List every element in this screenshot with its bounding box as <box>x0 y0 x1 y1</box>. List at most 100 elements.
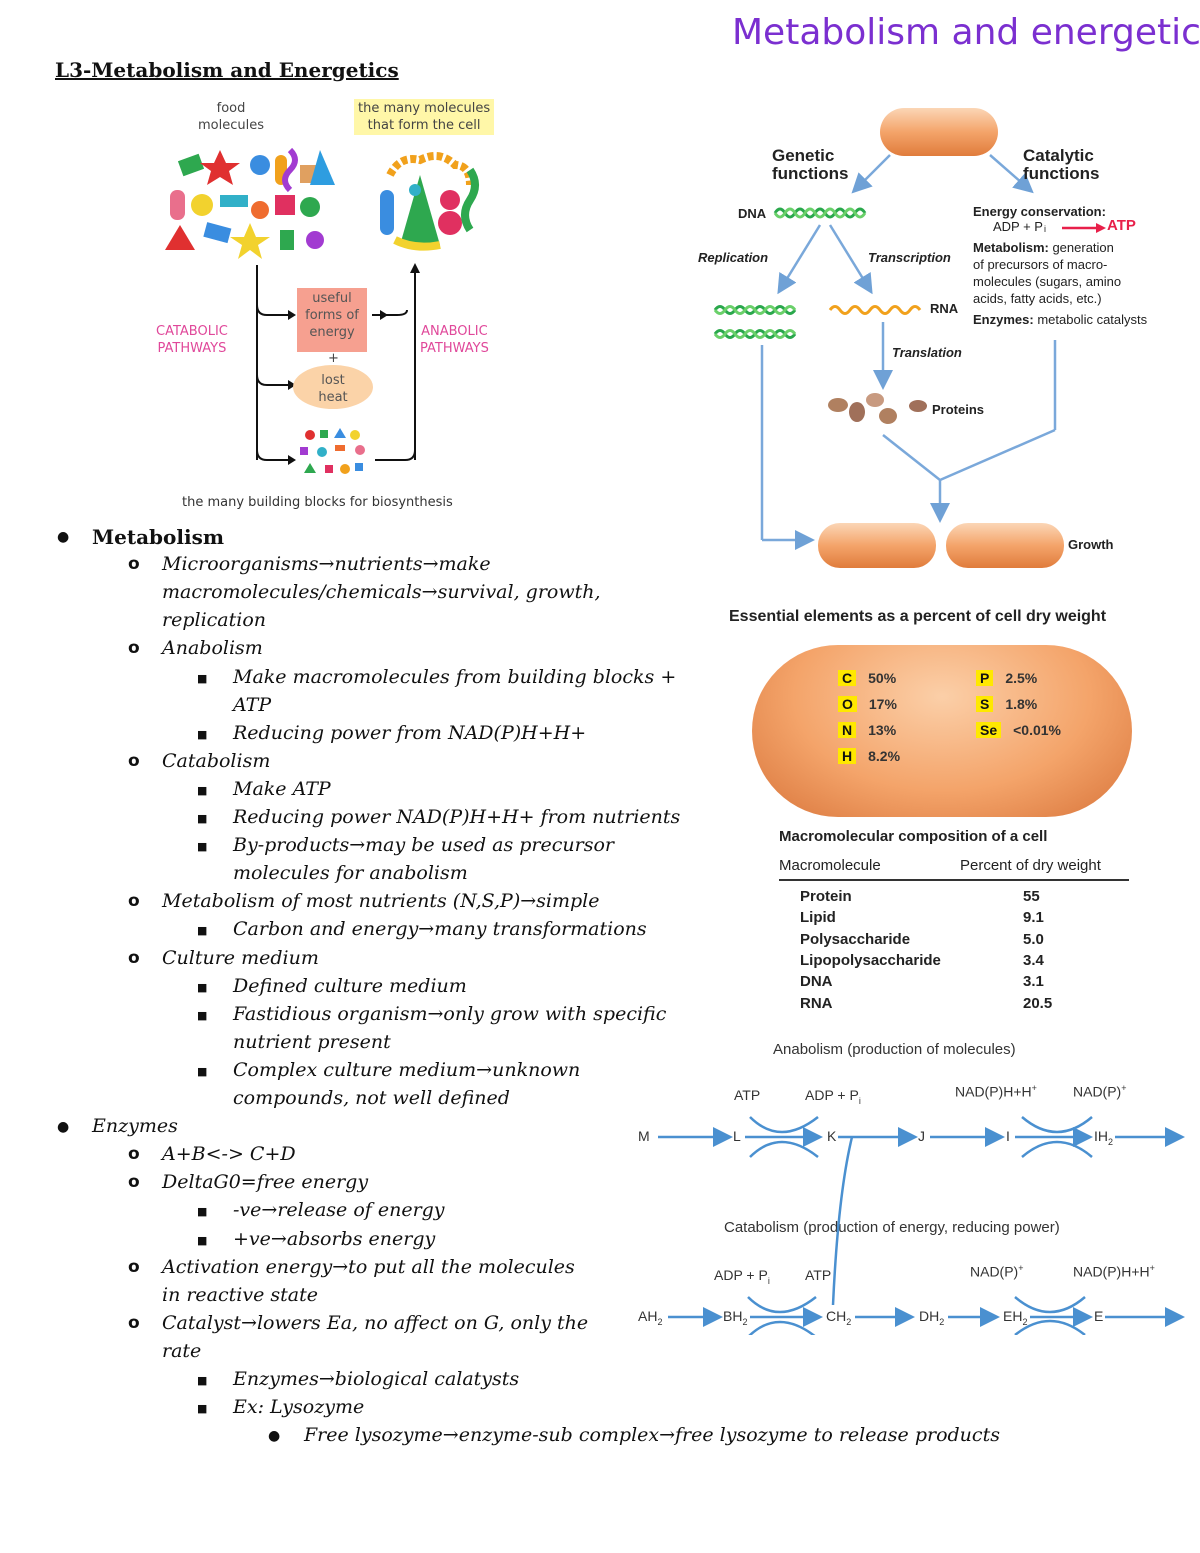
element-percent: 1.8% <box>1005 696 1038 712</box>
anabolic-pathways-label: ANABOLIC PATHWAYS <box>420 324 489 356</box>
pathway-molecule: CH2 <box>826 1308 852 1327</box>
cat-adp-sub: i <box>767 1275 770 1286</box>
note-line: Metabolism of most nutrients (N,S,P)→sim… <box>162 890 600 913</box>
bullet-icon: o <box>128 1172 140 1193</box>
elements-title: Essential elements as a percent of cell … <box>729 608 1107 625</box>
ana-adp-label: ADP + Pi <box>805 1087 861 1106</box>
element-symbol: C <box>838 670 857 686</box>
bullet-icon: o <box>128 1144 140 1165</box>
catalytic-functions-details: Energy conservation: ADP + P i ATP Metab… <box>973 204 1200 328</box>
macromolecule-percent: 55 <box>1023 888 1040 905</box>
cell-functions-arrows <box>713 108 1106 568</box>
genetic-functions-label: Genetic functions <box>772 146 849 183</box>
bullet-icon: o <box>128 638 140 659</box>
atp-product: ATP <box>1107 217 1136 234</box>
note-line: rate <box>162 1339 202 1362</box>
notes-list: Metabolism ● Microorganisms→nutrients→make… <box>57 525 1000 1446</box>
pathway-molecule: IH2 <box>1094 1128 1114 1147</box>
note-line: +ve→absorbs energy <box>233 1227 436 1250</box>
macromolecule-name: DNA <box>800 973 833 991</box>
note-line: Metabolism <box>92 525 225 549</box>
bullet-icon: o <box>128 1312 140 1333</box>
ana-cat-diagram: Anabolism (production of molecules) Cata… <box>630 1035 1200 1335</box>
col-percent-header: Percent of dry weight <box>960 857 1101 874</box>
top-cell <box>880 108 998 156</box>
note-line: Microorganisms→nutrients→make <box>162 553 491 576</box>
energy-reaction-sub: i <box>1044 224 1046 234</box>
bullet-icon: o <box>128 891 140 912</box>
bullet-icon: ■ <box>197 1374 208 1387</box>
pathways-figure: food molecules the many molecules that f… <box>150 95 520 525</box>
replication-label: Replication <box>698 250 769 265</box>
note-line: Complex culture medium→unknown <box>233 1058 581 1081</box>
bullet-icon: ■ <box>197 671 208 685</box>
bullet-icon: ■ <box>197 1233 208 1247</box>
useful-energy-box: useful forms of energy <box>297 288 367 352</box>
pathway-molecule: J <box>918 1128 925 1144</box>
note-line: Enzymes→biological calatysts <box>233 1368 520 1390</box>
element-entry: N 13% <box>838 722 896 740</box>
catabolic-pathways-label: CATABOLIC PATHWAYS <box>156 324 228 356</box>
macromolecule-percent: 5.0 <box>1023 930 1044 948</box>
bullet-icon: ● <box>268 1428 281 1445</box>
macromolecule-percent: 3.4 <box>1023 951 1044 969</box>
ana-cat-arrows <box>658 1116 1185 1335</box>
ana-nadph-sup: + <box>1031 1083 1037 1093</box>
ana-nadp-text: NAD(P) <box>1073 1083 1122 1100</box>
cat-nadp-text: NAD(P) <box>970 1263 1019 1280</box>
macromolecule-name: Lipid <box>800 909 836 927</box>
pathways-arrows <box>165 147 479 474</box>
transcription-label: Transcription <box>868 250 951 265</box>
note-line: Reducing power NAD(P)H+H+ from nutrients <box>233 806 681 828</box>
element-symbol: Se <box>976 722 1002 738</box>
bullet-icon: ■ <box>197 924 208 938</box>
pathway-molecule: K <box>827 1128 837 1144</box>
note-line: Defined culture medium <box>233 974 467 997</box>
pathway-molecule: BH2 <box>723 1308 748 1327</box>
energy-conservation-label: Energy conservation: <box>973 204 1106 219</box>
note-line: A+B<-> C+D <box>162 1143 296 1166</box>
pathway-molecule: M <box>638 1128 650 1144</box>
proteins-label: Proteins <box>932 402 985 417</box>
plus-sign: + <box>328 351 339 366</box>
ana-nadph-text: NAD(P)H+H <box>955 1083 1032 1100</box>
note-line: replication <box>162 609 266 632</box>
enzymes-term: Enzymes: <box>973 312 1034 327</box>
cat-nadph-sup: + <box>1149 1263 1155 1273</box>
note-line: in reactive state <box>162 1283 318 1306</box>
cat-adp-text: ADP + P <box>714 1267 768 1283</box>
macromolecule-name: Protein <box>800 888 852 905</box>
bullet-icon: ■ <box>197 980 208 994</box>
note-line: Make ATP <box>233 777 331 800</box>
note-line: Enzymes <box>92 1115 178 1138</box>
element-percent: 13% <box>868 722 897 738</box>
enzymes-text: metabolic catalysts <box>1033 312 1148 327</box>
cell-molecules-label: the many molecules that form the cell <box>354 99 495 135</box>
element-percent: <0.01% <box>1013 722 1061 738</box>
note-line: -ve→release of energy <box>233 1199 445 1222</box>
pathway-molecule: DH2 <box>919 1308 945 1327</box>
col-macromolecule-header: Macromolecule <box>779 857 881 874</box>
macromolecule-name: Polysaccharide <box>800 930 911 948</box>
bullet-icon: ■ <box>197 783 208 797</box>
element-symbol: N <box>838 722 857 738</box>
document-heading: L3-Metabolism and Energetics <box>55 58 399 82</box>
metabolism-term: Metabolism: <box>973 240 1049 255</box>
note-line: Activation energy→to put all the molecul… <box>162 1255 575 1278</box>
note-line: ATP <box>233 693 272 716</box>
cell-molecules-cluster <box>380 152 479 251</box>
element-symbol: O <box>838 696 857 712</box>
macromolecule-table-title: Macromolecular composition of a cell <box>779 828 1048 845</box>
ana-atp-label: ATP <box>734 1087 761 1103</box>
bullet-icon: ■ <box>197 1008 208 1022</box>
energy-reaction: ADP + P i ATP <box>973 217 1200 237</box>
cat-atp-label: ATP <box>805 1267 832 1283</box>
note-line: nutrient present <box>233 1030 391 1053</box>
note-line: compounds, not well defined <box>233 1087 510 1109</box>
daughter-cell-2 <box>946 523 1064 568</box>
